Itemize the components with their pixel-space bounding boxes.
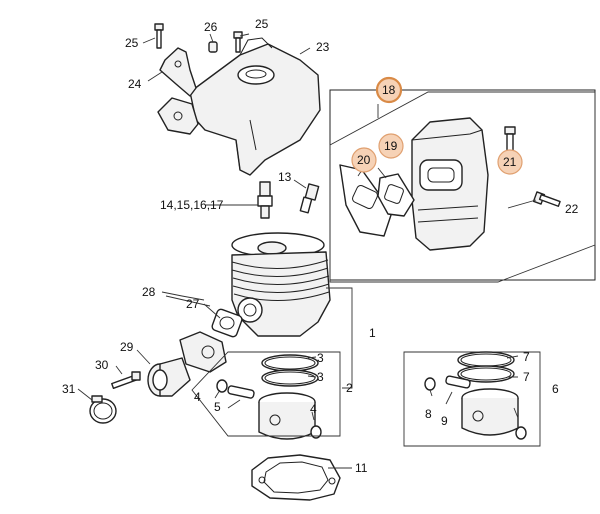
callout-26[interactable]: 26 xyxy=(204,20,218,34)
callout-6[interactable]: 6 xyxy=(552,382,559,396)
circlip-part-8b[interactable] xyxy=(515,426,527,440)
circlip-part-8a[interactable] xyxy=(424,377,436,391)
callout-25a[interactable]: 25 xyxy=(125,36,139,50)
hose-clamp-part-31[interactable] xyxy=(89,395,117,424)
callout-5[interactable]: 5 xyxy=(214,400,221,414)
callout-29[interactable]: 29 xyxy=(120,340,134,354)
callout-23[interactable]: 23 xyxy=(316,40,330,54)
callout-21-badge xyxy=(497,149,523,175)
circlip-part-4b[interactable] xyxy=(310,425,322,439)
callout-8[interactable]: 8 xyxy=(425,407,432,421)
bracket-muffler xyxy=(329,91,596,283)
baffle-part[interactable] xyxy=(157,97,199,135)
callout-19-badge xyxy=(378,133,404,159)
callout-1[interactable]: 1 xyxy=(369,326,376,340)
decompression-valve-part-13[interactable] xyxy=(299,183,320,214)
piston-pin-part-9[interactable] xyxy=(445,375,471,389)
bracket-part-24[interactable] xyxy=(159,47,197,97)
circlip-part-4a[interactable] xyxy=(216,379,228,393)
callout-25b[interactable]: 25 xyxy=(255,17,269,31)
screw-part-30[interactable] xyxy=(111,371,141,390)
callout-9[interactable]: 9 xyxy=(441,414,448,428)
piston-part-2[interactable] xyxy=(258,392,316,440)
callout-18[interactable]: 18 xyxy=(382,83,396,97)
callout-11[interactable]: 11 xyxy=(355,461,368,475)
bracket-2 xyxy=(191,351,341,437)
intake-boot-part-29[interactable] xyxy=(147,357,191,397)
spark-plug-part-14-17[interactable] xyxy=(257,181,273,219)
gasket-part-27[interactable] xyxy=(211,308,243,338)
gasket-part-19[interactable] xyxy=(377,173,415,217)
cylinder-part-1[interactable] xyxy=(231,232,331,337)
callout-4a[interactable]: 4 xyxy=(194,390,201,404)
screw-part-22[interactable] xyxy=(532,191,561,207)
piston-ring-part-7b[interactable] xyxy=(457,365,515,383)
bracket-28 xyxy=(161,291,205,301)
piston-part-6[interactable] xyxy=(461,388,519,436)
callout-13[interactable]: 13 xyxy=(278,170,292,184)
screw-part-25a[interactable] xyxy=(154,23,164,49)
callout-7b[interactable]: 7 xyxy=(523,370,530,384)
callout-20-badge xyxy=(351,147,377,173)
piston-ring-part-3b[interactable] xyxy=(261,369,319,387)
callout-19[interactable]: 19 xyxy=(384,139,398,153)
leader-lines xyxy=(77,33,537,469)
callout-20[interactable]: 20 xyxy=(357,153,371,167)
callout-7a[interactable]: 7 xyxy=(523,350,530,364)
gasket-part-11[interactable] xyxy=(251,454,341,501)
shroud-part-23[interactable] xyxy=(189,37,321,176)
callout-2[interactable]: 2 xyxy=(346,381,353,395)
callout-27[interactable]: 27 xyxy=(186,297,200,311)
bracket-6 xyxy=(403,351,541,447)
callout-30[interactable]: 30 xyxy=(95,358,109,372)
callout-24[interactable]: 24 xyxy=(128,77,142,91)
callout-31[interactable]: 31 xyxy=(62,382,76,396)
callout-21[interactable]: 21 xyxy=(503,155,517,169)
sleeve-part-26[interactable] xyxy=(208,41,218,53)
callouts: 25 26 25 23 24 14,15,16,17 13 18 19 20 2… xyxy=(62,17,579,475)
callout-3a[interactable]: 3 xyxy=(317,351,324,365)
intake-manifold-part-28[interactable] xyxy=(179,331,227,373)
callout-14-17[interactable]: 14,15,16,17 xyxy=(160,198,224,212)
bracket-1 xyxy=(326,287,353,389)
callout-4b[interactable]: 4 xyxy=(310,402,317,416)
callout-3b[interactable]: 3 xyxy=(317,370,324,384)
callout-22[interactable]: 22 xyxy=(565,202,579,216)
callout-18-badge xyxy=(375,76,403,104)
piston-pin-part-5[interactable] xyxy=(227,385,255,399)
muffler-part-18[interactable] xyxy=(411,117,489,251)
screw-part-25b[interactable] xyxy=(233,31,243,53)
callout-28[interactable]: 28 xyxy=(142,285,156,299)
